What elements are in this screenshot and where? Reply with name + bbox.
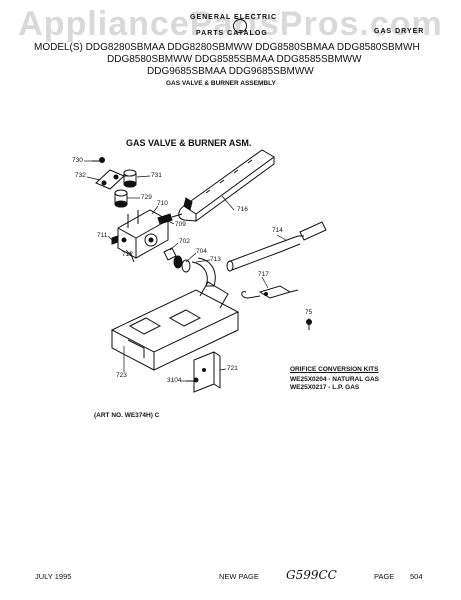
- part-gas-valve: [117, 209, 169, 259]
- model-line-2: DDG8580SBMWW DDG8585SBMAA DDG8585SBMWW: [107, 54, 362, 65]
- callout-75: 75: [305, 309, 313, 316]
- callout-3104: 3104: [167, 377, 182, 384]
- callout-723: 723: [116, 372, 127, 379]
- footer-page-number: 504: [410, 572, 423, 581]
- watermark: AppliancePartsPros.com: [18, 5, 443, 43]
- callout-730: 730: [72, 157, 83, 164]
- part-3104-screw: [186, 377, 199, 383]
- part-717-sensor: [241, 285, 299, 299]
- callout-731: 731: [151, 172, 162, 179]
- ge-logo-icon: [233, 19, 247, 33]
- callout-716: 716: [237, 206, 248, 213]
- part-711-712-fitting: [111, 235, 135, 263]
- part-716-burner: [178, 149, 275, 222]
- callout-713: 713: [210, 256, 221, 263]
- handwritten-note: G599CC: [286, 568, 337, 582]
- callout-709: 709: [175, 221, 186, 228]
- part-723-bracket: [110, 281, 240, 371]
- product-name: GAS DRYER: [374, 28, 425, 35]
- part-721-shield: [193, 351, 221, 393]
- callout-710: 710: [157, 200, 168, 207]
- callout-729: 729: [141, 194, 152, 201]
- orifice-kits-title: ORIFICE CONVERSION KITS: [290, 366, 379, 373]
- orifice-kit-natural-gas: WE25X0204 - NATURAL GAS: [290, 376, 379, 383]
- part-713-elbow: [191, 257, 216, 287]
- brand-line-1: GENERAL ELECTRIC: [190, 14, 278, 21]
- callout-711: 711: [97, 232, 108, 239]
- orifice-kit-lp-gas: WE25X0217 - L.P. GAS: [290, 384, 360, 391]
- part-729-coil: [114, 189, 128, 208]
- callout-712: 712: [122, 251, 133, 258]
- footer-date: JULY 1995: [35, 572, 72, 581]
- diagram-title: GAS VALVE & BURNER ASM.: [126, 138, 252, 148]
- part-714-gas-tube: [226, 221, 327, 272]
- art-number: (ART NO. WE374H) C: [94, 412, 160, 419]
- part-730-screw: [92, 157, 105, 163]
- leader-lines: [84, 160, 310, 382]
- model-line-3: DDG9685SBMAA DDG9685SBMWW: [147, 66, 314, 77]
- part-710-709-orifice: [157, 213, 183, 225]
- model-line-1: MODEL(S) DDG8280SBMAA DDG8280SBMWW DDG85…: [34, 42, 420, 53]
- callout-702: 702: [179, 238, 190, 245]
- footer-page-label: PAGE: [374, 572, 395, 581]
- callout-704: 704: [196, 248, 207, 255]
- page-subtitle: GAS VALVE & BURNER ASSEMBLY: [166, 80, 276, 87]
- callout-717: 717: [258, 271, 269, 278]
- part-702-704-fittings: [163, 247, 191, 273]
- callout-732: 732: [75, 172, 86, 179]
- part-731-coil: [123, 169, 137, 188]
- callout-721: 721: [227, 365, 238, 372]
- callout-714: 714: [272, 227, 283, 234]
- brand-line-2: PARTS CATALOG: [196, 30, 268, 37]
- footer-new-page: NEW PAGE: [219, 572, 259, 581]
